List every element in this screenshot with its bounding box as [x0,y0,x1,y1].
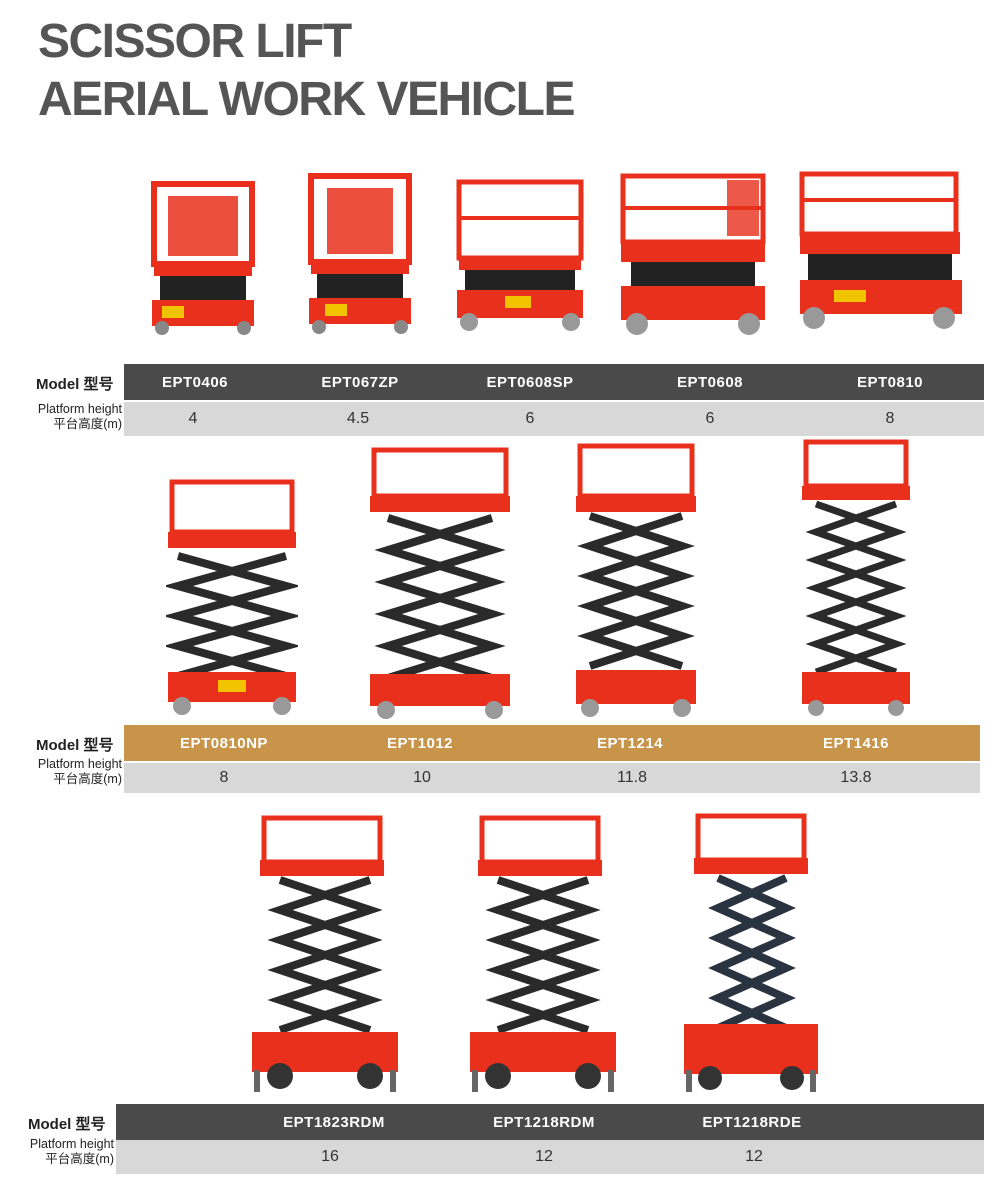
height-label-en: Platform height [37,402,122,416]
lift-image-ept0406 [148,178,258,338]
model-name: EPT0608SP [486,373,574,391]
platform-height-value: 4 [188,410,198,427]
lift-image-ept0608sp [455,178,585,334]
lift-image-ept0810 [798,170,964,332]
model-name: EPT1823RDM [283,1113,385,1131]
height-label-cn: 平台高度(m) [45,1152,114,1166]
height-label-row1: Platform height 平台高度(m) [24,402,122,432]
height-label-cn: 平台高度(m) [53,417,122,431]
height-band-row1: 4 4.5 6 6 8 [124,402,984,436]
lift-image-ept067zp [305,172,415,338]
model-name: EPT1214 [596,734,664,752]
model-name: EPT0810 [856,373,924,391]
model-label-row2: Model 型号 [36,737,114,754]
model-name: EPT1416 [822,734,890,752]
model-name: EPT0406 [161,373,229,391]
platform-height-value: 12 [535,1148,553,1165]
lift-image-ept0608 [617,170,769,342]
height-label-row3: Platform height 平台高度(m) [16,1137,114,1167]
platform-height-value: 6 [705,410,715,427]
platform-height-value: 16 [321,1148,339,1165]
model-name: EPT1218RDE [702,1113,802,1131]
lift-image-ept1012 [368,446,512,720]
platform-height-value: 8 [885,410,895,427]
model-label-row3: Model 型号 [28,1116,106,1133]
height-label-en: Platform height [29,1137,114,1151]
lift-image-ept1218rdm [468,814,618,1094]
model-name: EPT1218RDM [493,1113,595,1131]
platform-height-value: 6 [525,410,535,427]
lift-image-ept1214 [574,442,698,720]
platform-height-value: 8 [219,769,229,786]
platform-height-value: 4.5 [346,410,370,427]
model-band-row1: EPT0406 EPT067ZP EPT0608SP EPT0608 EPT08… [124,364,984,400]
platform-height-value: 11.8 [617,769,647,786]
model-label-row1: Model 型号 [36,376,114,393]
height-label-cn: 平台高度(m) [53,772,122,786]
page-title-line1: SCISSOR LIFT [38,15,352,68]
height-label-en: Platform height [37,757,122,771]
model-name: EPT067ZP [321,373,399,391]
lift-image-ept1823rdm [250,814,400,1094]
platform-height-value: 12 [745,1148,763,1165]
model-name: EPT0810NP [180,734,268,752]
model-band-row2: EPT0810NP EPT1012 EPT1214 EPT1416 [124,725,980,761]
model-name: EPT0608 [676,373,744,391]
platform-height-value: 10 [413,769,431,786]
model-band-row3: EPT1823RDM EPT1218RDM EPT1218RDE [116,1104,984,1140]
height-label-row2: Platform height 平台高度(m) [24,757,122,787]
lift-image-ept0810np [166,476,298,716]
page-title-line2: AERIAL WORK VEHICLE [38,73,575,126]
lift-image-ept1416 [800,438,912,718]
model-name: EPT1012 [386,734,454,752]
height-band-row2: 8 10 11.8 13.8 [124,763,980,793]
platform-height-value: 13.8 [840,769,872,786]
lift-image-ept1218rde [682,812,820,1094]
height-band-row3: 16 12 12 [116,1140,984,1174]
